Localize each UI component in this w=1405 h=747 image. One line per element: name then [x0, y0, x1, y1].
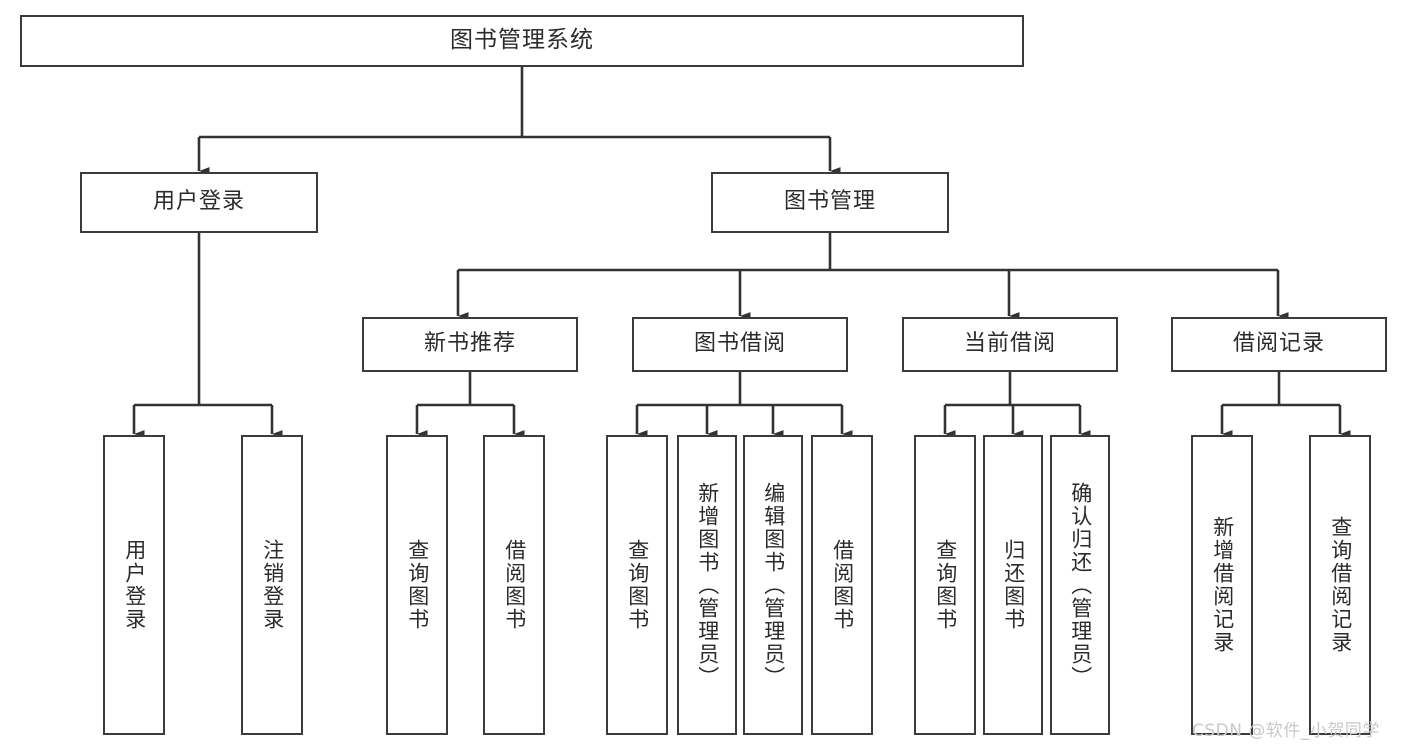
node-label: 确认归还（管理员） [1068, 481, 1093, 689]
node-label: 借阅图书 [502, 539, 527, 631]
leaf-add-book-admin[interactable]: 新增图书（管理员） [677, 435, 737, 735]
node-label: 新增图书（管理员） [695, 481, 720, 689]
leaf-borrow-book-recommend[interactable]: 借阅图书 [483, 435, 545, 735]
leaf-add-borrow-record[interactable]: 新增借阅记录 [1191, 435, 1253, 735]
node-label: 当前借阅 [963, 331, 1056, 357]
node-label: 注销登录 [260, 539, 285, 631]
node-label: 借阅图书 [830, 539, 855, 631]
node-label: 查询图书 [625, 539, 650, 631]
node-label: 用户登录 [152, 189, 245, 215]
leaf-confirm-return-admin[interactable]: 确认归还（管理员） [1050, 435, 1110, 735]
node-label: 查询图书 [933, 539, 958, 631]
node-borrow-record[interactable]: 借阅记录 [1171, 317, 1387, 372]
leaf-logout[interactable]: 注销登录 [241, 435, 303, 735]
node-book-management[interactable]: 图书管理 [711, 172, 949, 233]
leaf-edit-book-admin[interactable]: 编辑图书（管理员） [743, 435, 803, 735]
leaf-query-book-recommend[interactable]: 查询图书 [386, 435, 448, 735]
node-root-system[interactable]: 图书管理系统 [20, 15, 1024, 67]
leaf-return-book[interactable]: 归还图书 [983, 435, 1043, 735]
node-label: 查询图书 [405, 539, 430, 631]
node-label: 图书借阅 [693, 331, 786, 357]
node-label: 图书管理系统 [450, 27, 594, 54]
node-label: 图书管理 [783, 189, 876, 215]
node-label: 查询借阅记录 [1328, 516, 1353, 654]
leaf-borrow-book[interactable]: 借阅图书 [811, 435, 873, 735]
node-label: 借阅记录 [1232, 331, 1325, 357]
node-label: 用户登录 [122, 539, 147, 631]
node-label: 新书推荐 [423, 331, 516, 357]
node-user-login[interactable]: 用户登录 [80, 172, 318, 233]
node-label: 编辑图书（管理员） [761, 481, 786, 689]
node-label: 新增借阅记录 [1210, 516, 1235, 654]
node-new-book-recommend[interactable]: 新书推荐 [362, 317, 578, 372]
node-current-borrow[interactable]: 当前借阅 [902, 317, 1118, 372]
leaf-query-borrow-record[interactable]: 查询借阅记录 [1309, 435, 1371, 735]
csdn-watermark: CSDN @软件_小贺同学 [1192, 721, 1380, 741]
leaf-query-book-borrow[interactable]: 查询图书 [606, 435, 668, 735]
node-book-borrow[interactable]: 图书借阅 [632, 317, 848, 372]
leaf-user-login[interactable]: 用户登录 [103, 435, 165, 735]
leaf-query-book-current[interactable]: 查询图书 [914, 435, 976, 735]
node-label: 归还图书 [1001, 539, 1026, 631]
